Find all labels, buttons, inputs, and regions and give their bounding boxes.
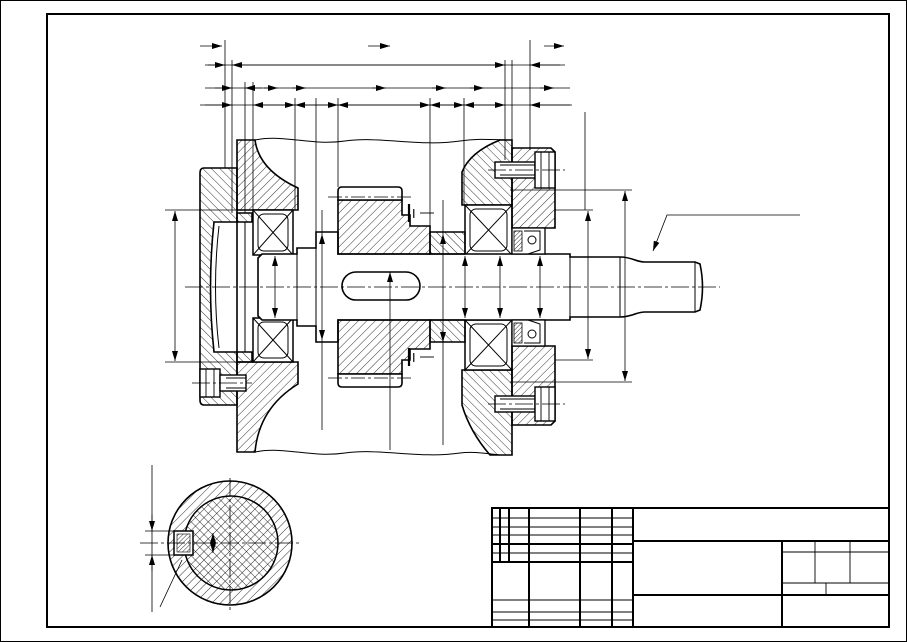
seal-top-spring — [527, 235, 537, 245]
shaft-seal — [511, 227, 546, 347]
seal-top-insert — [513, 230, 523, 252]
housing-break-line-bottom — [254, 449, 501, 456]
right-bearing-top-cross — [464, 204, 513, 256]
gear-section-top — [337, 199, 431, 255]
right-housing-section-top — [461, 139, 513, 206]
gear-pitch-lines — [328, 196, 412, 379]
bolt-axes — [192, 169, 565, 405]
section-label-top: I — [412, 207, 416, 221]
right-bearing-bottom-cross — [464, 319, 513, 371]
seal-bottom-spring — [527, 329, 537, 339]
left-bearing-bottom-race — [257, 321, 289, 359]
seal-top-lip — [524, 230, 541, 255]
seal-bottom-lip — [524, 319, 541, 344]
housing — [236, 137, 513, 456]
keyway-slot — [341, 271, 421, 301]
section-centerlines — [140, 478, 300, 612]
left-cover-spigot-top — [236, 212, 253, 223]
gear-teeth-bottom — [337, 373, 403, 388]
left-bearing — [252, 209, 294, 363]
seal-bottom-insert — [513, 322, 523, 344]
spacer-ring-bottom — [429, 319, 466, 343]
right-bearing-top-race — [469, 208, 508, 252]
left-cover-section — [199, 167, 238, 406]
gear-section-bottom — [337, 319, 431, 375]
cross-section-view — [140, 465, 300, 612]
left-bearing-bottom-cross — [252, 317, 294, 363]
extension-lines-down — [321, 200, 444, 450]
gear — [328, 186, 431, 388]
extension-lines-left — [165, 209, 253, 363]
extension-lines-right — [510, 189, 632, 383]
section-leader — [159, 559, 183, 608]
inner-border — [46, 13, 890, 628]
title-block-thick-lines — [492, 508, 889, 627]
extension-lines — [165, 40, 632, 450]
left-housing-section-top — [236, 139, 299, 211]
left-housing-section-bottom — [236, 361, 299, 453]
gear-teeth-top — [337, 186, 403, 201]
spacer-ring — [429, 231, 466, 343]
right-bearing-bottom-race — [469, 323, 508, 367]
title-block-thin-lines — [492, 517, 889, 621]
left-cover-spigot-bottom — [236, 351, 253, 363]
left-bearing-top-race — [257, 213, 289, 252]
title-block — [491, 507, 890, 628]
left-bearing-top-cross — [252, 209, 294, 256]
section-marks: I I — [407, 204, 434, 366]
right-housing-section-bottom — [461, 369, 513, 456]
section-label-bottom: I — [412, 351, 416, 365]
housing-break-line-top — [254, 137, 511, 144]
dimension-lines — [172, 43, 800, 381]
spacer-ring-top — [429, 231, 466, 255]
title-block-outline — [491, 507, 890, 628]
shaft-end-leader — [652, 214, 800, 252]
